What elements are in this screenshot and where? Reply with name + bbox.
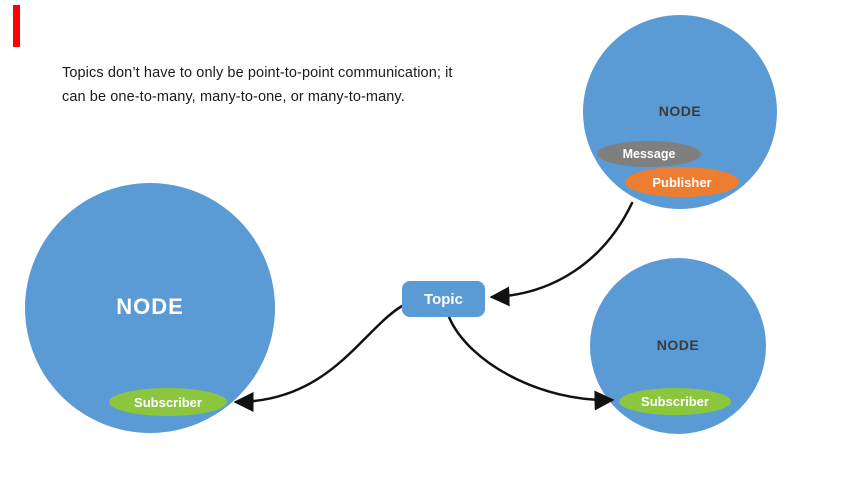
caption-line-2: can be one-to-many, many-to-one, or many… [62, 89, 405, 105]
caption-line-1: Topics don’t have to only be point-to-po… [62, 65, 453, 81]
red-accent-bar [13, 5, 20, 47]
node-label-left: NODE [116, 294, 184, 319]
arrow-topic-to-right-subscriber [447, 315, 615, 411]
subscriber-badge-right: Subscriber [619, 388, 731, 415]
arrow-publisher-to-topic [489, 201, 634, 307]
subscriber-badge-left: Subscriber [109, 388, 227, 416]
topic-box: Topic [402, 281, 485, 317]
node-label-bottom-right: NODE [656, 337, 700, 353]
publisher-badge: Publisher [625, 167, 739, 197]
node-label-top-right: NODE [658, 103, 702, 119]
message-badge: Message [597, 141, 701, 167]
